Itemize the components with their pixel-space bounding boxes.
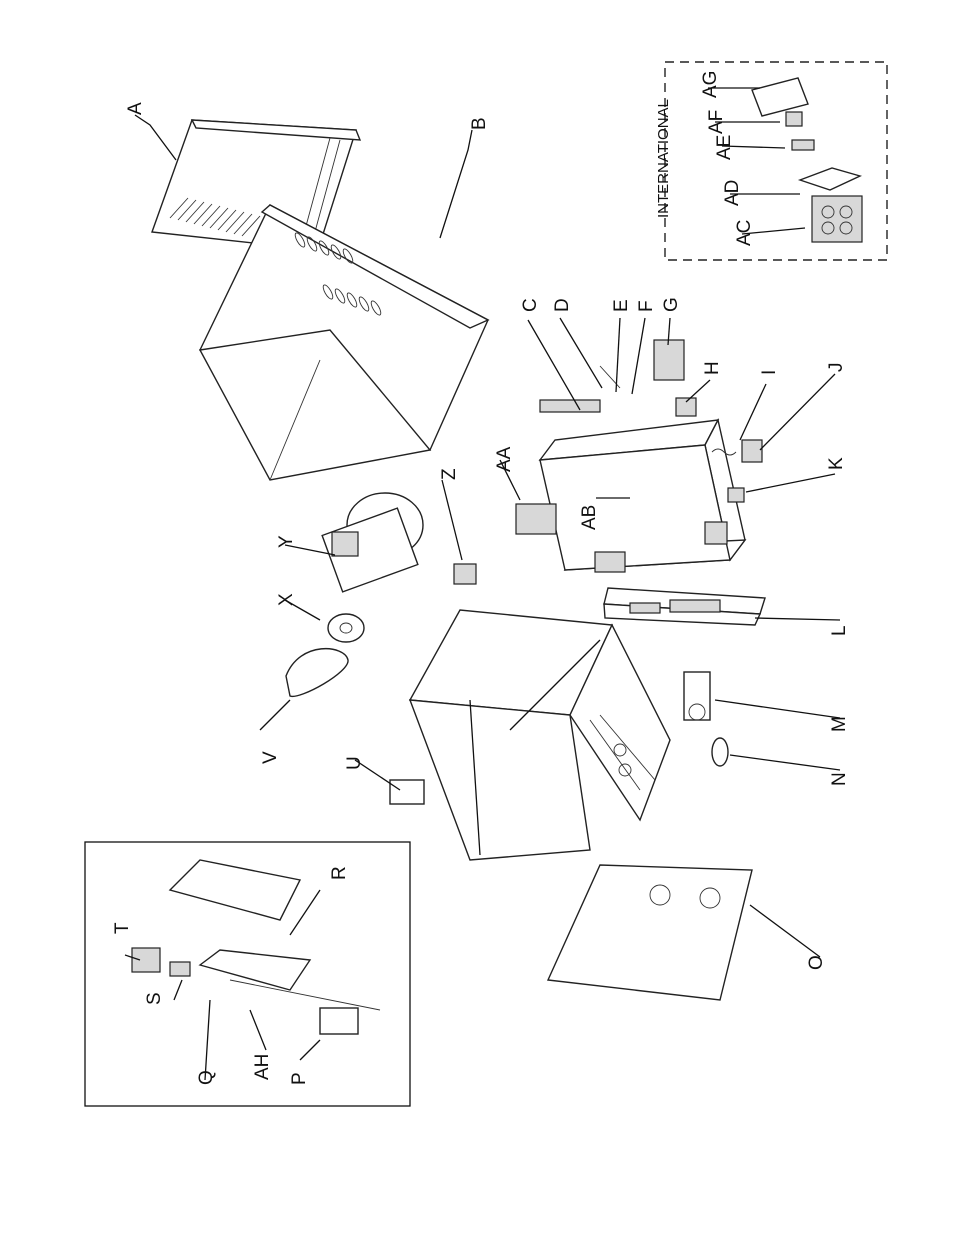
- part-o-bottom-panel: [546, 864, 753, 1001]
- label-n: N: [829, 772, 850, 786]
- left-inset: [84, 841, 411, 1107]
- label-g: G: [661, 297, 682, 312]
- label-m: M: [829, 716, 850, 732]
- label-ah: AH: [252, 1054, 273, 1080]
- label-k: K: [826, 457, 847, 470]
- part-v-belt: [285, 648, 349, 697]
- inset-title-international: INTERNATIONAL: [655, 99, 672, 218]
- label-af: AF: [706, 110, 727, 134]
- leader-lines: [124, 87, 841, 1081]
- part-n-sleeve: [711, 737, 729, 767]
- part-l-control-panel: [603, 587, 766, 626]
- label-p: P: [289, 1072, 310, 1085]
- part-z-bracket: [453, 563, 477, 585]
- part-y-motor: [321, 492, 424, 593]
- label-ab: AB: [579, 505, 600, 530]
- label-u: U: [344, 756, 365, 770]
- label-t: T: [112, 922, 133, 934]
- label-o: O: [806, 955, 827, 970]
- label-q: Q: [196, 1070, 217, 1085]
- label-ae: AE: [714, 135, 735, 160]
- label-i: I: [759, 370, 780, 375]
- label-s: S: [144, 992, 165, 1005]
- label-ad: AD: [722, 180, 743, 206]
- label-z: Z: [439, 468, 460, 480]
- part-b-side-panel: [198, 204, 490, 481]
- label-x: X: [276, 593, 297, 606]
- label-ac: AC: [734, 220, 755, 246]
- label-y: Y: [276, 535, 297, 548]
- label-l: L: [829, 625, 850, 636]
- label-aa: AA: [494, 446, 515, 472]
- label-h: H: [702, 361, 723, 375]
- label-c: C: [520, 298, 541, 312]
- part-labels: A B C D E F G H I J K L M N O P Q R S T …: [112, 71, 850, 1085]
- electrical-box: [515, 339, 763, 573]
- label-r: R: [329, 866, 350, 880]
- international-inset: [664, 61, 888, 261]
- part-x-pulley: [327, 613, 365, 643]
- label-e: E: [611, 299, 632, 312]
- label-v: V: [260, 751, 281, 764]
- part-u-switch: [389, 779, 425, 805]
- label-ag: AG: [700, 71, 721, 98]
- part-m-component: [683, 671, 711, 721]
- label-j: J: [826, 363, 847, 373]
- label-f: F: [636, 300, 657, 312]
- label-b: B: [469, 117, 490, 130]
- label-a: A: [125, 102, 146, 115]
- part-a-top-panel: [151, 119, 362, 251]
- label-d: D: [552, 298, 573, 312]
- frame-chassis: [408, 609, 671, 861]
